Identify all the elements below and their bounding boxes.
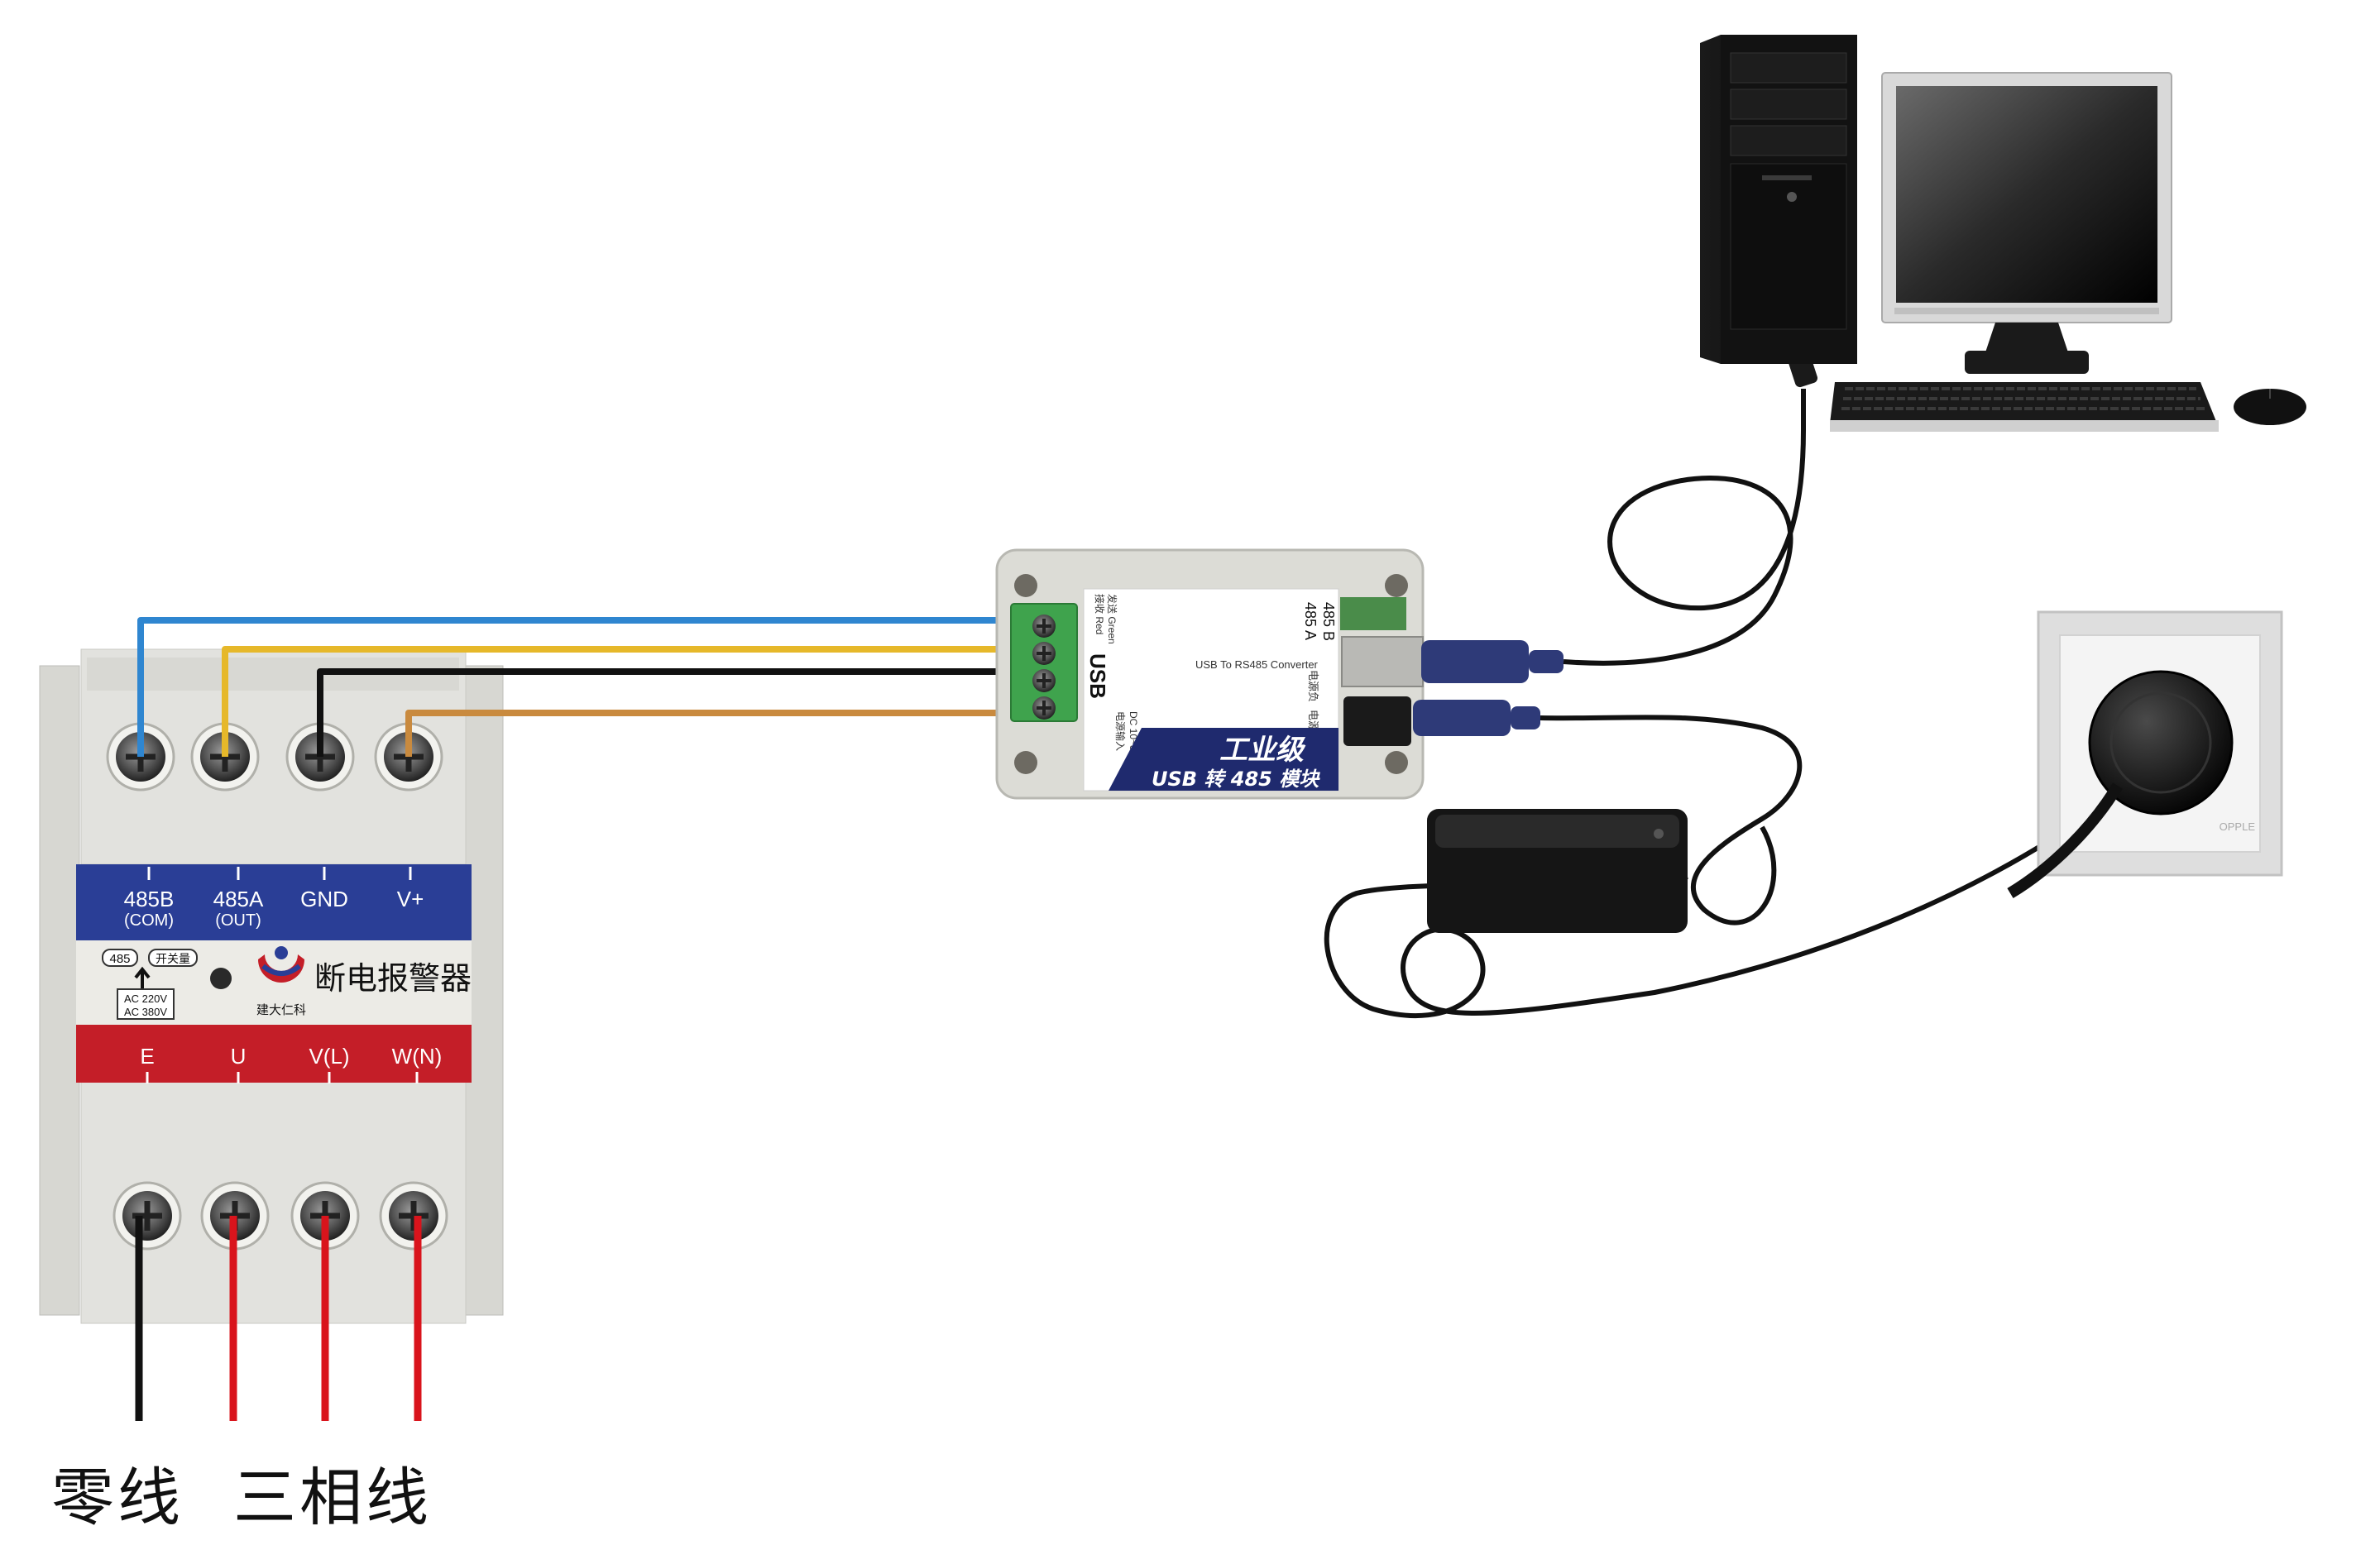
wire-black-gnd bbox=[317, 668, 1001, 757]
converter-power-input: 电源输入 bbox=[1114, 711, 1127, 751]
wire-blue-485b bbox=[137, 617, 1001, 757]
dc-plug-body bbox=[1413, 700, 1511, 736]
alarm-red-band bbox=[76, 1025, 472, 1083]
tag-ac-380: AC 380V bbox=[124, 1006, 167, 1018]
tag-485: 485 bbox=[109, 952, 130, 966]
terminal-label-vl: V(L) bbox=[309, 1044, 349, 1069]
adapter-led bbox=[1654, 829, 1664, 839]
terminal-label-vplus: V+ bbox=[397, 887, 424, 911]
status-led bbox=[210, 968, 232, 989]
tag-485-box bbox=[102, 949, 138, 967]
alarm-left-rail bbox=[39, 665, 80, 1316]
desktop-computer bbox=[1700, 35, 2306, 432]
computer-tower bbox=[1700, 35, 1857, 364]
converter-usb-port[interactable] bbox=[1341, 636, 1424, 687]
tag-switch: 开关量 bbox=[156, 952, 190, 965]
monitor-screen[interactable] bbox=[1896, 86, 2157, 303]
power-failure-alarm-device: 485B (COM) 485A (OUT) GND V+ 485 开关量 AC … bbox=[39, 648, 504, 1324]
terminal-label-wn: W(N) bbox=[392, 1044, 443, 1069]
label-three-phase: 三相线 bbox=[233, 1461, 432, 1534]
label-neutral-wire: 零线 bbox=[51, 1461, 184, 1534]
adapter-to-outlet-wire bbox=[1324, 792, 2119, 1019]
wire-yellow-485a bbox=[222, 646, 1001, 757]
converter-module-label: USB 转 485 模块 bbox=[1152, 768, 1320, 791]
converter-industrial-label: 工业级 bbox=[1219, 734, 1306, 767]
converter-usb-label: USB bbox=[1085, 653, 1110, 699]
product-name: 断电报警器 bbox=[314, 960, 472, 997]
converter-power-jack[interactable] bbox=[1343, 696, 1411, 746]
mount-hole-tr bbox=[1385, 574, 1408, 597]
power-line-wires bbox=[135, 1216, 422, 1421]
converter-subtitle: USB To RS485 Converter bbox=[1195, 658, 1319, 671]
dvd-drive[interactable] bbox=[1730, 52, 1847, 84]
computer-mouse[interactable] bbox=[2234, 389, 2306, 425]
converter-pin-b: 485 B bbox=[1320, 602, 1337, 641]
top-terminal-labels: 485B (COM) 485A (OUT) GND V+ bbox=[124, 867, 424, 930]
rs485-wires bbox=[137, 617, 1001, 757]
converter-power-neg: 电源负 bbox=[1306, 670, 1319, 702]
converter-pcb-window bbox=[1340, 597, 1406, 630]
usb-plug-strain bbox=[1529, 650, 1564, 673]
wire-orange-vplus bbox=[405, 710, 1001, 757]
converter-navy-stripe bbox=[1109, 728, 1338, 791]
terminal-label-u: U bbox=[231, 1044, 247, 1069]
power-button-icon[interactable] bbox=[1787, 192, 1797, 202]
converter-recv-label: 接收 Red bbox=[1094, 594, 1106, 634]
alarm-blue-band bbox=[76, 864, 472, 940]
dc-plug-strain bbox=[1511, 706, 1540, 729]
usb-plug-body bbox=[1421, 640, 1529, 683]
terminal-sub-485a: (OUT) bbox=[215, 911, 261, 930]
faceplate-info: 485 开关量 AC 220V AC 380V 建大仁科 断电报警器 bbox=[102, 946, 472, 1020]
brand-name: 建大仁科 bbox=[256, 1003, 306, 1017]
terminal-label-gnd: GND bbox=[300, 887, 348, 911]
green-terminal-screws bbox=[1032, 615, 1056, 720]
converter-send-label: 发送 Green bbox=[1106, 594, 1118, 644]
monitor-stand bbox=[1985, 323, 2068, 352]
wall-outlet: OPPLE bbox=[2007, 610, 2283, 899]
terminal-label-485b: 485B bbox=[124, 887, 175, 911]
mount-hole-tl bbox=[1014, 574, 1037, 597]
tower-bay bbox=[1730, 163, 1847, 330]
tag-ac-220: AC 220V bbox=[124, 992, 167, 1005]
terminal-label-485a: 485A bbox=[213, 887, 264, 911]
converter-pin-a: 485 A bbox=[1302, 602, 1319, 640]
usb-485-converter: 发送 Green 接收 Red USB USB To RS485 Convert… bbox=[995, 548, 1425, 800]
dc-cable-wire bbox=[1540, 715, 1803, 925]
outlet-brand: OPPLE bbox=[2220, 820, 2256, 833]
terminal-sub-485b: (COM) bbox=[124, 911, 174, 930]
bottom-screws bbox=[113, 1181, 448, 1251]
brand-logo-icon bbox=[258, 946, 304, 983]
terminal-label-e: E bbox=[140, 1044, 154, 1069]
tag-ac-box bbox=[117, 988, 175, 1020]
adapter-brick-top bbox=[1435, 815, 1679, 848]
computer-keyboard bbox=[1830, 382, 2219, 432]
screw-wn[interactable] bbox=[379, 1181, 448, 1251]
bottom-terminal-labels: E U V(L) W(N) bbox=[140, 1044, 442, 1083]
power-adapter bbox=[1324, 700, 2119, 1019]
mount-hole-br bbox=[1385, 751, 1408, 774]
screw-e[interactable] bbox=[113, 1181, 182, 1251]
mount-hole-bl bbox=[1014, 751, 1037, 774]
tag-switch-box bbox=[148, 949, 198, 967]
usb-cable-wire bbox=[1563, 389, 1806, 666]
computer-monitor bbox=[1881, 72, 2172, 374]
